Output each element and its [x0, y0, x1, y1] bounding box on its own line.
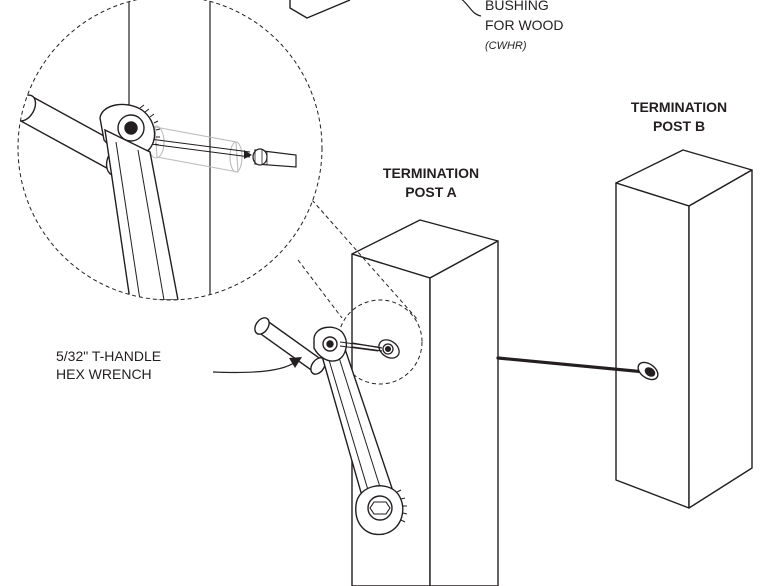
post-b-title-line1: TERMINATION — [630, 99, 728, 115]
detail-leader-lines — [297, 199, 419, 321]
post-a-title-line2: POST A — [405, 184, 457, 200]
termination-post-b — [615, 149, 753, 509]
post-a-title-line1: TERMINATION — [382, 165, 480, 181]
bushing-post-b — [637, 361, 659, 381]
bushing-label-line2: FOR WOOD — [485, 17, 564, 33]
detail-magnified — [17, 0, 323, 301]
hex-wrench — [254, 317, 408, 536]
detail-circle-small — [337, 299, 423, 385]
wrench-callout-arrow — [289, 357, 302, 368]
bushing-part-number: (CWHR) — [485, 40, 527, 52]
wrench-label-line2: HEX WRENCH — [56, 366, 152, 382]
cropped-box-top — [289, 0, 351, 19]
wrench-callout-line — [212, 361, 296, 374]
cable-line — [496, 356, 647, 374]
hex-key-main — [339, 341, 379, 352]
wrench-label-line1: 5/32" T-HANDLE — [56, 348, 162, 364]
post-b-title-line2: POST B — [652, 118, 706, 134]
bushing-callout-line — [461, 0, 482, 17]
bushing-label-line1: BUSHING — [485, 0, 549, 13]
